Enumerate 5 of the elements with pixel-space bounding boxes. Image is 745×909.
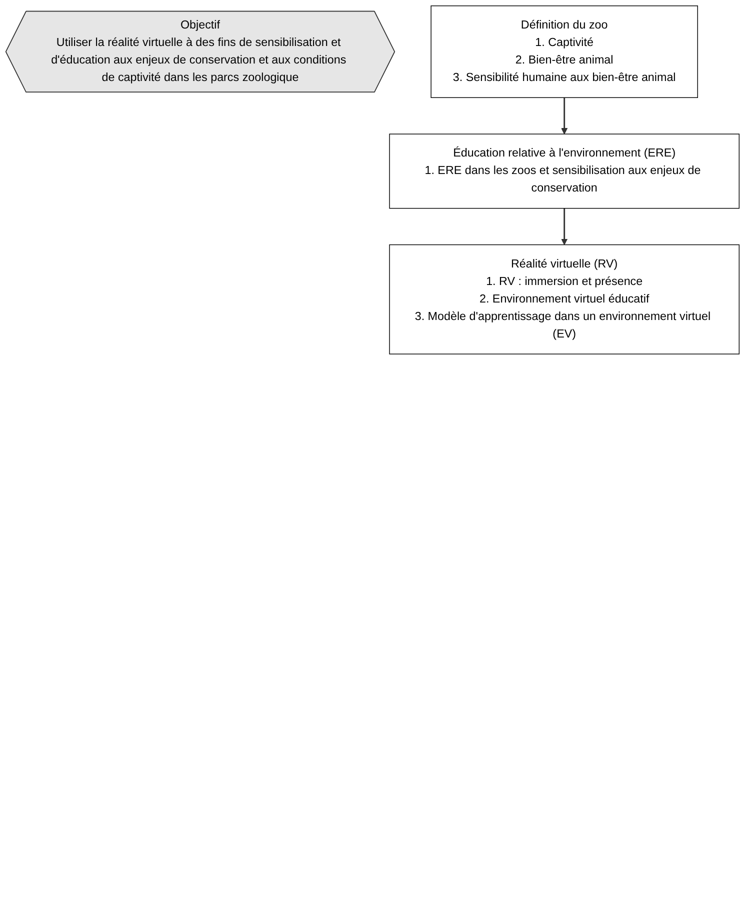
node-box: Éducation relative à l'environnement (ERE) 1. ERE dans les zoos et sensibilisation aux enjeux de conservation <box>389 134 740 209</box>
node-box: Définition du zoo 1. Captivité 2. Bien-être animal 3. Sensibilité humaine aux bien-être animal <box>430 5 698 98</box>
node-box: Réalité virtuelle (RV) 1. RV : immersion et présence 2. Environnement virtuel éducatif 3. Modèle d'apprentissage dans un environnement virtuel (EV) <box>389 244 740 354</box>
arrow <box>561 208 568 246</box>
arrow <box>561 98 568 134</box>
